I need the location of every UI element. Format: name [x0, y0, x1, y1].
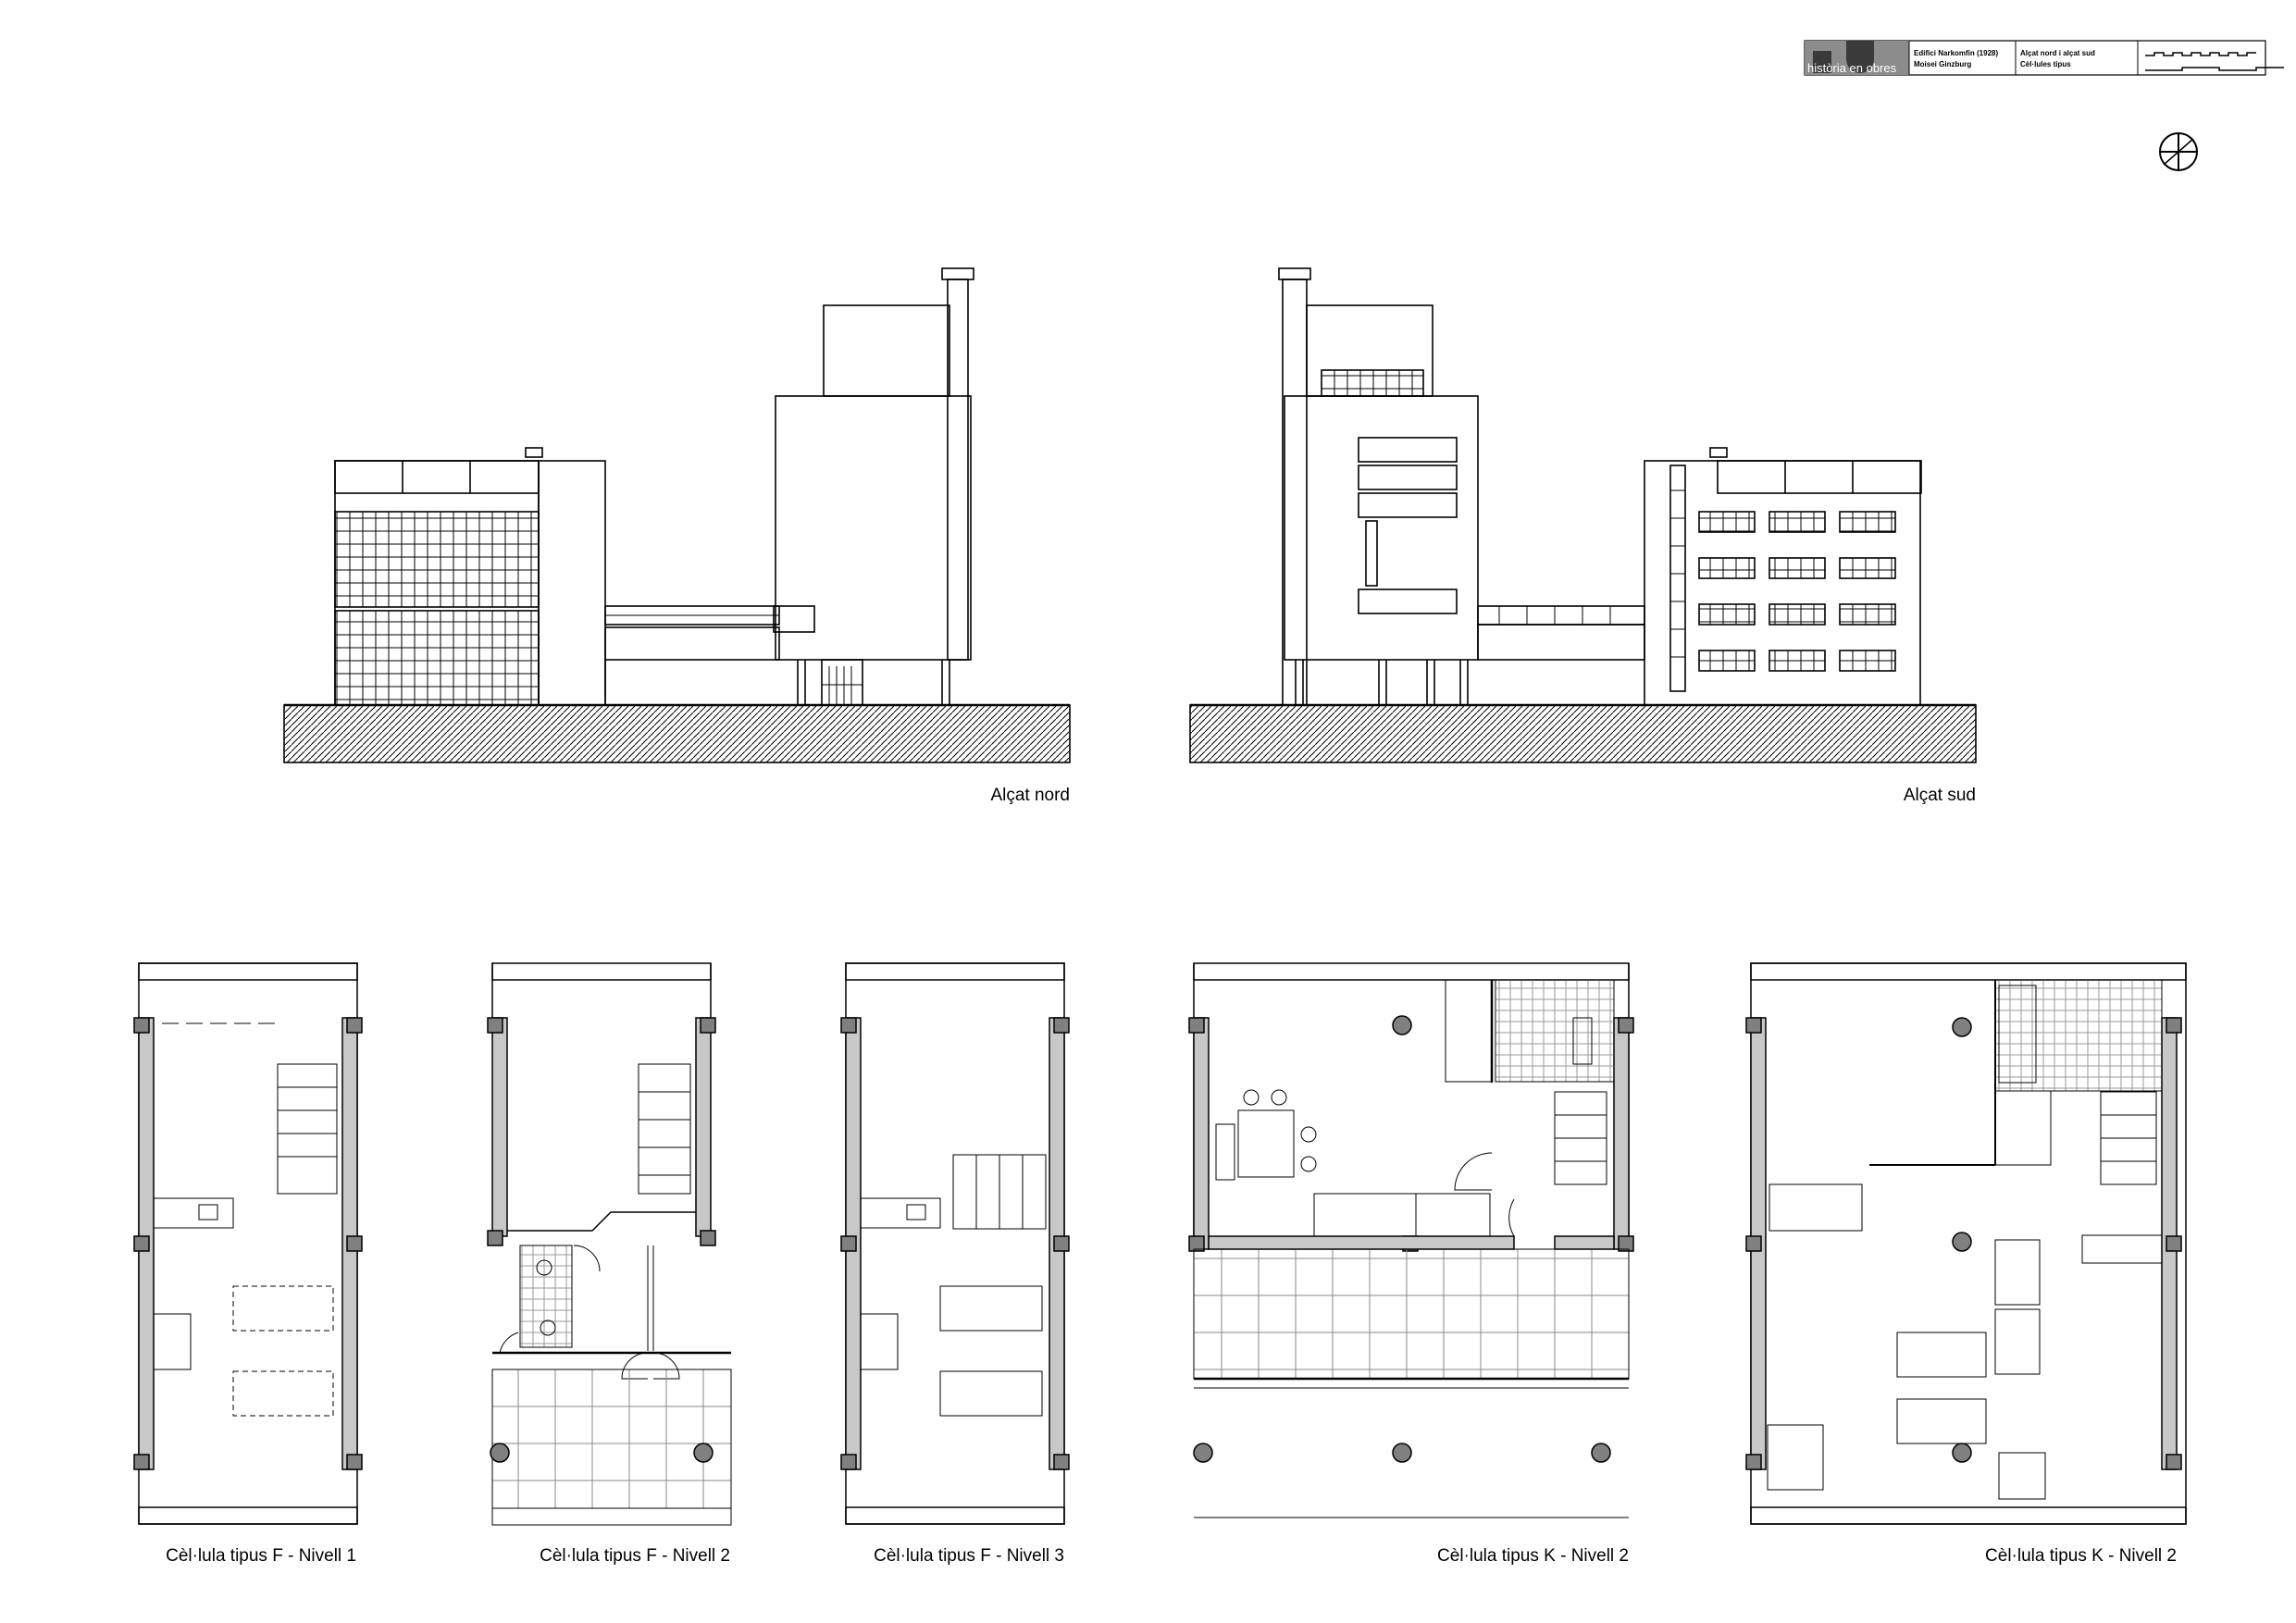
- south-elevation-label: Alçat sud: [1904, 786, 1976, 805]
- plan-f-level-2-label: Cèl·lula tipus F - Nivell 2: [540, 1546, 730, 1566]
- plan-f-level-2: [487, 962, 732, 1526]
- scale-bar-icon: [2145, 52, 2284, 71]
- logo: història en obres: [1805, 41, 1909, 75]
- north-elevation-label: Alçat nord: [990, 786, 1070, 805]
- plan-k-level-2-b-label: Cèl·lula tipus K - Nivell 2: [1985, 1546, 2177, 1566]
- plan-f-level-1: [133, 962, 363, 1525]
- logo-text: història en obres: [1807, 61, 1897, 75]
- north-elevation: [283, 267, 1071, 763]
- sheet-title: Alçat nord i alçat sud: [2020, 49, 2095, 57]
- plan-k-level-2-a: [1188, 962, 1634, 1518]
- project-name: Edifici Narkomfin (1928): [1914, 49, 1998, 57]
- plan-k-level-2-a-label: Cèl·lula tipus K - Nivell 2: [1437, 1546, 1629, 1566]
- architect-name: Moisei Ginzburg: [1914, 60, 1971, 68]
- title-block: història en obres Edifici Narkomfin (192…: [1804, 40, 2284, 76]
- north-arrow-icon: [2159, 132, 2198, 171]
- plan-f-level-1-label: Cèl·lula tipus F - Nivell 1: [166, 1546, 356, 1566]
- south-elevation: [1189, 267, 1977, 763]
- plan-k-level-2-b: [1745, 962, 2187, 1525]
- plan-f-level-3: [840, 962, 1070, 1525]
- plan-f-level-3-label: Cèl·lula tipus F - Nivell 3: [874, 1546, 1064, 1566]
- sheet-subtitle: Cèl·lules tipus: [2020, 60, 2071, 68]
